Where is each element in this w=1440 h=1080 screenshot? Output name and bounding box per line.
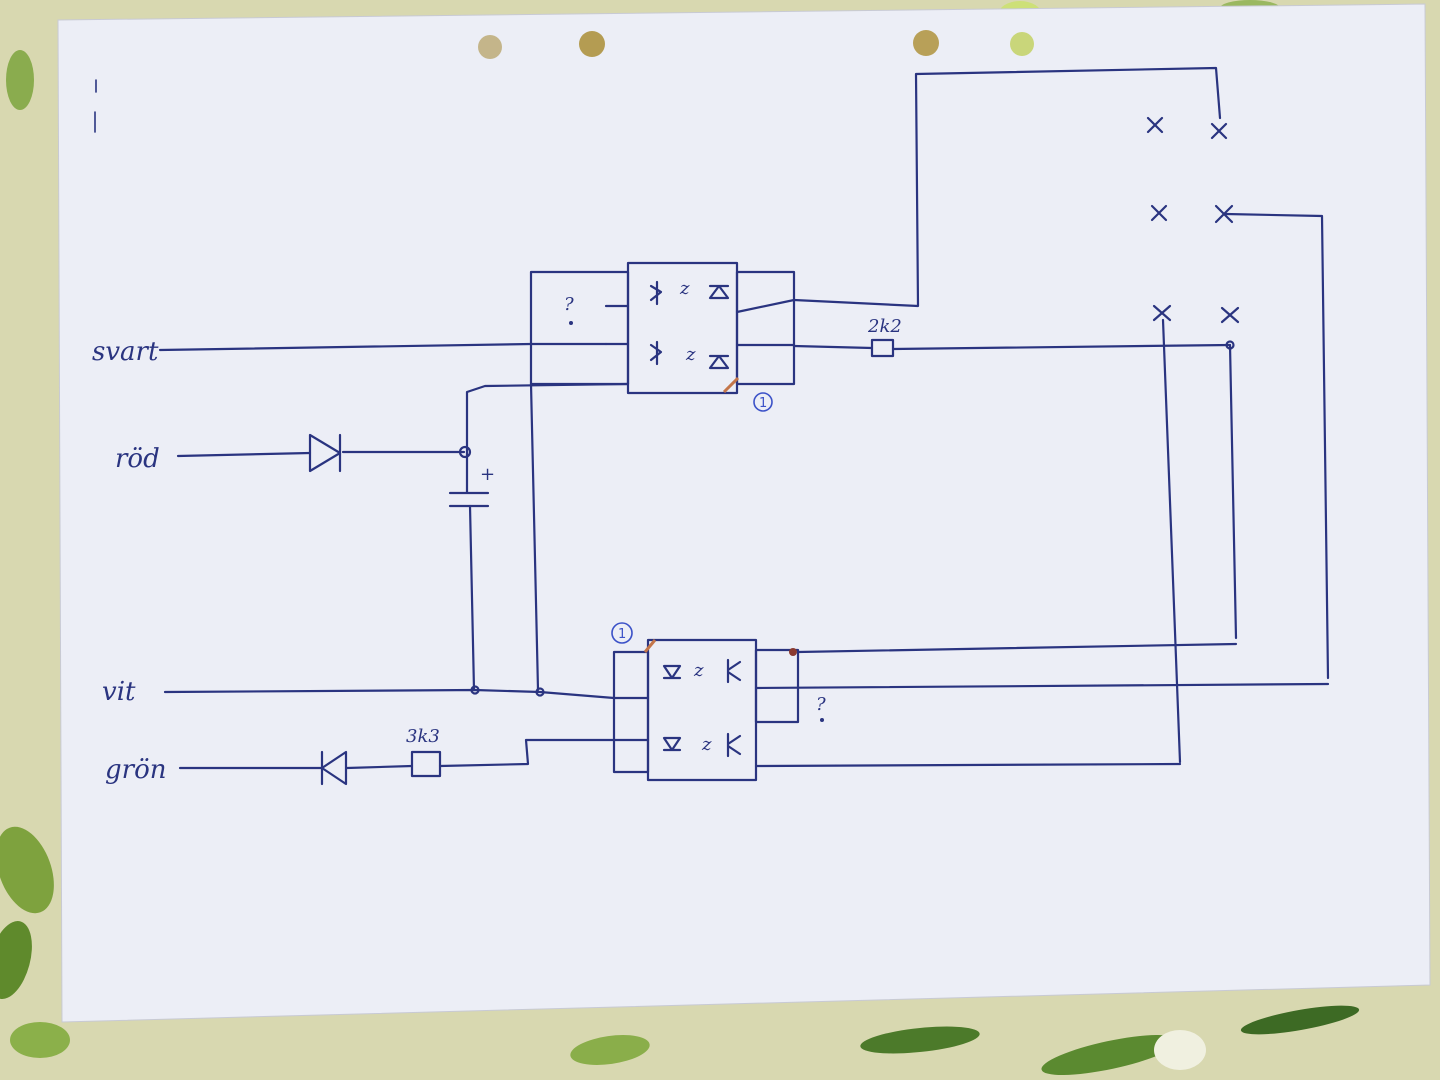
wire-label-rod: röd	[115, 444, 160, 474]
unknown-mark-bottom: ?	[816, 694, 826, 715]
paper	[57, 3, 1431, 1023]
capacitor-polarity: +	[480, 464, 495, 485]
opto-mark-top-2: z	[685, 344, 696, 365]
margin-marks	[94, 79, 97, 133]
wire-label-gron: grön	[105, 755, 166, 785]
unknown-dot-top	[569, 321, 573, 325]
pin1-marker-bottom: 1	[611, 622, 633, 644]
led-icon-bottom	[662, 664, 682, 752]
resistor-3k3	[410, 750, 442, 778]
connector-pins	[1146, 116, 1240, 324]
resistor-label-3k3-text: 3k3	[406, 726, 440, 747]
diode-red-icon	[308, 433, 342, 473]
resistor-2k2	[870, 338, 895, 358]
unknown-mark-top: ?	[564, 294, 574, 315]
opto-mark-bottom-1: z	[693, 660, 704, 681]
diode-green-icon	[320, 750, 348, 786]
leaf-pattern	[0, 0, 1360, 1075]
wiring	[158, 66, 1330, 770]
pin1-marker-top: 1	[753, 392, 773, 412]
led-icon	[708, 284, 730, 370]
opto-mark-bottom-2: z	[701, 734, 712, 755]
optocoupler-bottom: z z	[612, 638, 800, 782]
phototransistor-icon	[649, 280, 663, 366]
unknown-dot-bottom	[820, 718, 824, 722]
svg-text:1: 1	[618, 627, 626, 642]
binder-holes	[478, 30, 1034, 59]
wire-label-svart: svart	[92, 337, 159, 367]
opto-mark-top-1: z	[679, 278, 690, 299]
resistor-label-2k2: 2k2	[867, 316, 902, 337]
wire-label-vit: vit	[102, 677, 136, 707]
svg-text:1: 1	[759, 396, 767, 411]
phototransistor-icon-bottom	[726, 658, 742, 758]
